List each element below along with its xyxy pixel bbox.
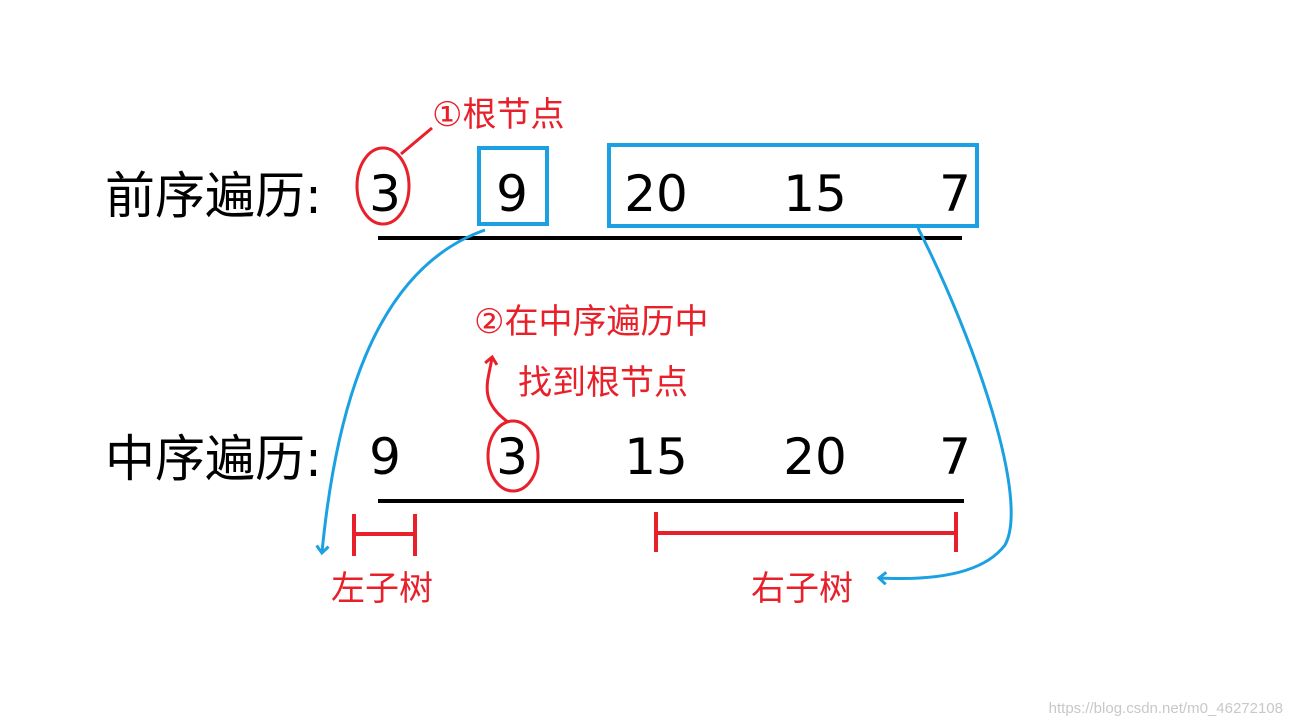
find-root-annotation-line2: 找到根节点 (518, 363, 688, 403)
inorder-label: 中序遍历: (105, 430, 322, 488)
find-root-arrow (487, 358, 509, 424)
root-pointer-line (400, 126, 433, 156)
inorder-value-left: 9 (369, 428, 401, 486)
inorder-value-right-1: 15 (624, 428, 688, 486)
right-subtree-label: 右子树 (751, 569, 853, 609)
left-subtree-bracket (352, 514, 417, 556)
preorder-value-root: 3 (369, 165, 401, 223)
right-subtree-bracket (654, 512, 958, 552)
preorder-left-subtree-box (477, 146, 549, 226)
inorder-root-circle (486, 419, 540, 493)
preorder-value-right-3: 7 (939, 165, 971, 223)
left-subtree-label: 左子树 (331, 569, 433, 609)
right-subtree-arrow (880, 227, 1013, 579)
inorder-value-root: 3 (496, 428, 528, 486)
find-root-annotation-line1: ②在中序遍历中 (474, 302, 708, 342)
inorder-value-right-2: 20 (783, 428, 847, 486)
left-subtree-arrow (322, 228, 486, 552)
preorder-right-subtree-box (607, 143, 979, 228)
inorder-value-right-3: 7 (939, 428, 971, 486)
preorder-value-left: 9 (496, 165, 528, 223)
root-node-annotation: ①根节点 (432, 95, 564, 135)
preorder-label: 前序遍历: (105, 167, 322, 225)
preorder-value-right-1: 20 (624, 165, 688, 223)
preorder-value-right-2: 15 (783, 165, 847, 223)
preorder-root-circle (355, 146, 411, 226)
watermark: https://blog.csdn.net/m0_46272108 (1049, 700, 1283, 717)
